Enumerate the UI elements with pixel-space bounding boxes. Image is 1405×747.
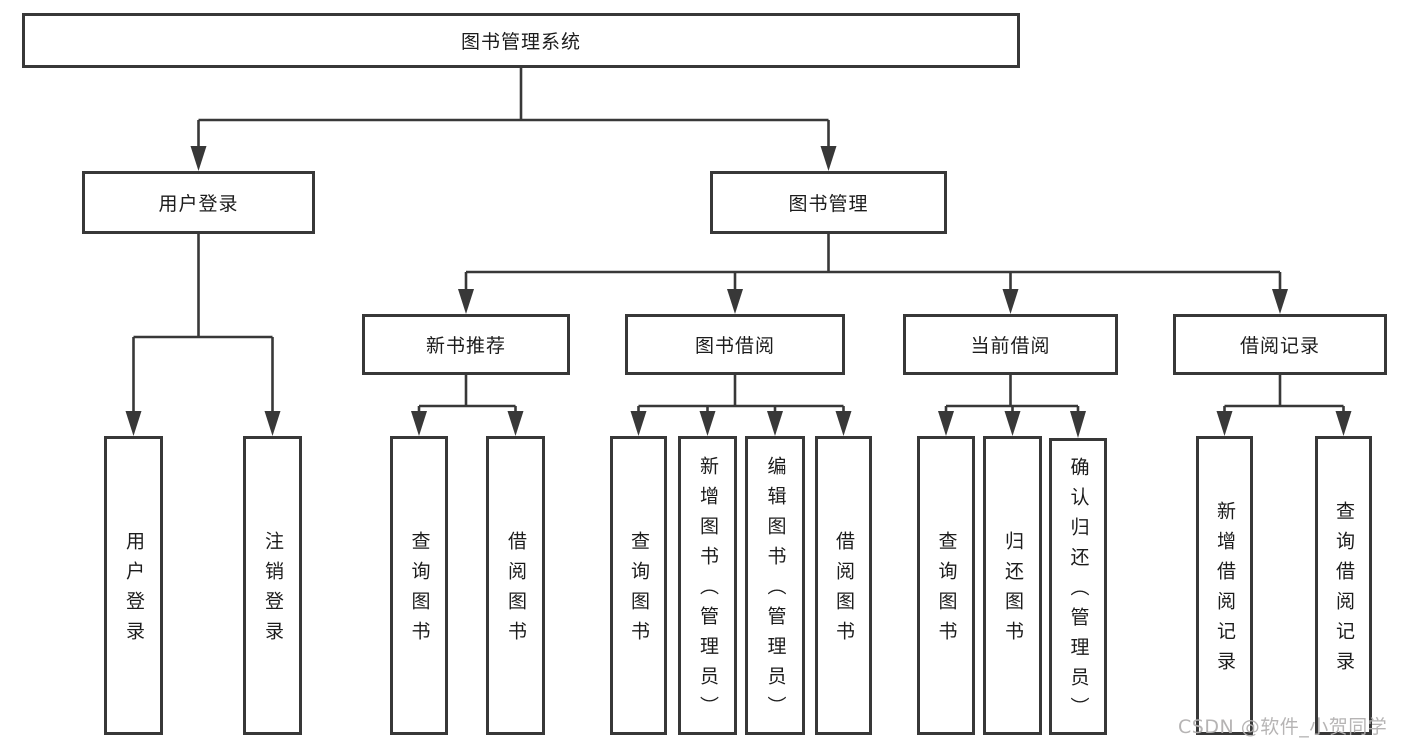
connector-current-borrow-children (938, 375, 1086, 438)
leaf-query-books-current-label: 查询图书 (935, 531, 958, 651)
leaf-add-book-admin: 新增图书（管理员） (678, 436, 737, 735)
leaf-add-borrow-record: 新增借阅记录 (1196, 436, 1253, 735)
leaf-query-books-recommend-label: 查询图书 (408, 531, 431, 651)
leaf-confirm-return-admin-label: 确认归还（管理员） (1067, 457, 1090, 727)
node-borrow-records-label: 借阅记录 (1239, 335, 1320, 357)
leaf-user-login-label: 用户登录 (123, 531, 145, 651)
connector-user-login-children (125, 234, 281, 436)
leaf-query-borrow-record: 查询借阅记录 (1315, 436, 1372, 735)
leaf-confirm-return-admin: 确认归还（管理员） (1049, 438, 1107, 735)
node-borrow-records: 借阅记录 (1173, 314, 1387, 375)
node-book-borrow: 图书借阅 (625, 314, 845, 375)
leaf-borrow-books: 借阅图书 (815, 436, 872, 735)
csdn-watermark: CSDN @软件_小贺同学 (1178, 716, 1388, 738)
leaf-query-books-borrow-label: 查询图书 (628, 531, 650, 651)
node-new-book-recommend: 新书推荐 (362, 314, 570, 375)
node-user-login-label: 用户登录 (158, 193, 239, 215)
node-new-book-recommend-label: 新书推荐 (425, 335, 506, 357)
node-book-management: 图书管理 (710, 171, 947, 234)
node-user-login: 用户登录 (82, 171, 315, 234)
connector-borrow-records-children (1216, 375, 1352, 436)
node-library-system-label: 图书管理系统 (460, 31, 581, 53)
node-current-borrow-label: 当前借阅 (970, 335, 1051, 357)
connector-book-management-children (458, 234, 1288, 314)
leaf-query-borrow-record-label: 查询借阅记录 (1333, 501, 1355, 681)
leaf-logout-label: 注销登录 (262, 531, 284, 651)
node-book-borrow-label: 图书借阅 (694, 335, 775, 357)
leaf-borrow-books-recommend-label: 借阅图书 (505, 531, 527, 651)
node-book-management-label: 图书管理 (788, 193, 869, 215)
leaf-logout: 注销登录 (243, 436, 302, 735)
leaf-query-books-recommend: 查询图书 (390, 436, 448, 735)
leaf-query-books-current: 查询图书 (917, 436, 975, 735)
connector-book-borrow-children (630, 375, 852, 436)
leaf-borrow-books-label: 借阅图书 (833, 531, 855, 651)
leaf-borrow-books-recommend: 借阅图书 (486, 436, 545, 735)
leaf-user-login: 用户登录 (104, 436, 163, 735)
leaf-query-books-borrow: 查询图书 (610, 436, 667, 735)
node-current-borrow: 当前借阅 (903, 314, 1118, 375)
leaf-return-book-label: 归还图书 (1002, 531, 1024, 651)
leaf-edit-book-admin: 编辑图书（管理员） (745, 436, 805, 735)
connector-new-book-recommend-children (411, 375, 524, 436)
connector-root-to-level2 (190, 68, 837, 171)
leaf-add-borrow-record-label: 新增借阅记录 (1214, 501, 1236, 681)
leaf-add-book-admin-label: 新增图书（管理员） (697, 456, 719, 726)
node-library-system: 图书管理系统 (22, 13, 1020, 68)
leaf-edit-book-admin-label: 编辑图书（管理员） (764, 456, 787, 726)
leaf-return-book: 归还图书 (983, 436, 1042, 735)
